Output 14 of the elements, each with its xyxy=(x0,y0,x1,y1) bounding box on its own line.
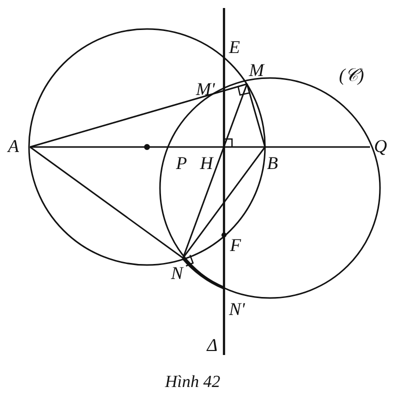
circle-label: (𝒞) xyxy=(339,66,364,84)
point-label: B xyxy=(267,154,278,172)
point-label: A xyxy=(8,137,19,155)
point-label: M xyxy=(249,61,264,79)
point-label: P xyxy=(176,154,187,172)
point-label: F xyxy=(230,236,241,254)
point-label: Q xyxy=(374,137,387,155)
point-label: N xyxy=(171,264,184,282)
point-label: Δ xyxy=(207,336,218,354)
figure-caption: Hình 42 xyxy=(165,373,220,390)
point-label: E xyxy=(229,38,240,56)
point-label: N' xyxy=(229,300,245,318)
point-label: M' xyxy=(196,80,215,98)
point-label: H xyxy=(200,154,213,172)
